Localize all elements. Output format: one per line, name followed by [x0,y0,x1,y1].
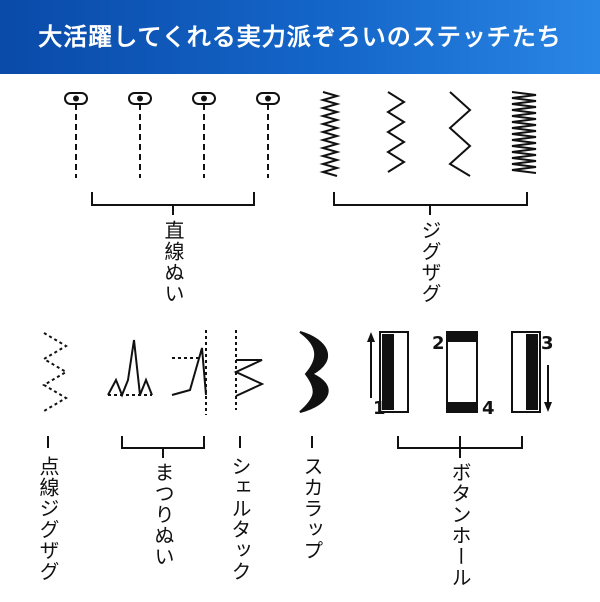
dotted-zigzag-icon [42,332,68,448]
scallop-icon [299,331,329,448]
label-buttonhole: ボタンホール [448,462,472,588]
buttonhole-step-3: 3 [541,333,554,354]
header-title: 大活躍してくれる実力派ぞろいのステッチたち [38,23,562,51]
blind-hem-icon [107,330,207,415]
label-dotted-zigzag: 点線ジグザグ [36,456,60,582]
label-zigzag: ジグザグ [418,220,442,304]
label-blind-hem: まつりぬい [151,462,175,567]
zigzag-stitch-icon [319,91,537,177]
shell-tuck-icon [233,330,265,448]
label-straight-stitch: 直線ぬい [161,220,185,304]
header-banner: 大活躍してくれる実力派ぞろいのステッチたち [0,0,600,74]
straight-stitch-icon [64,92,280,178]
buttonhole-step-2: 2 [432,333,445,354]
buttonhole-step-4: 4 [482,398,495,419]
buttonhole-step-1: 1 [373,398,386,419]
buttonhole-icon [367,331,552,413]
label-shell-tuck: シェルタック [228,456,252,582]
label-scallop: スカラップ [300,456,324,561]
